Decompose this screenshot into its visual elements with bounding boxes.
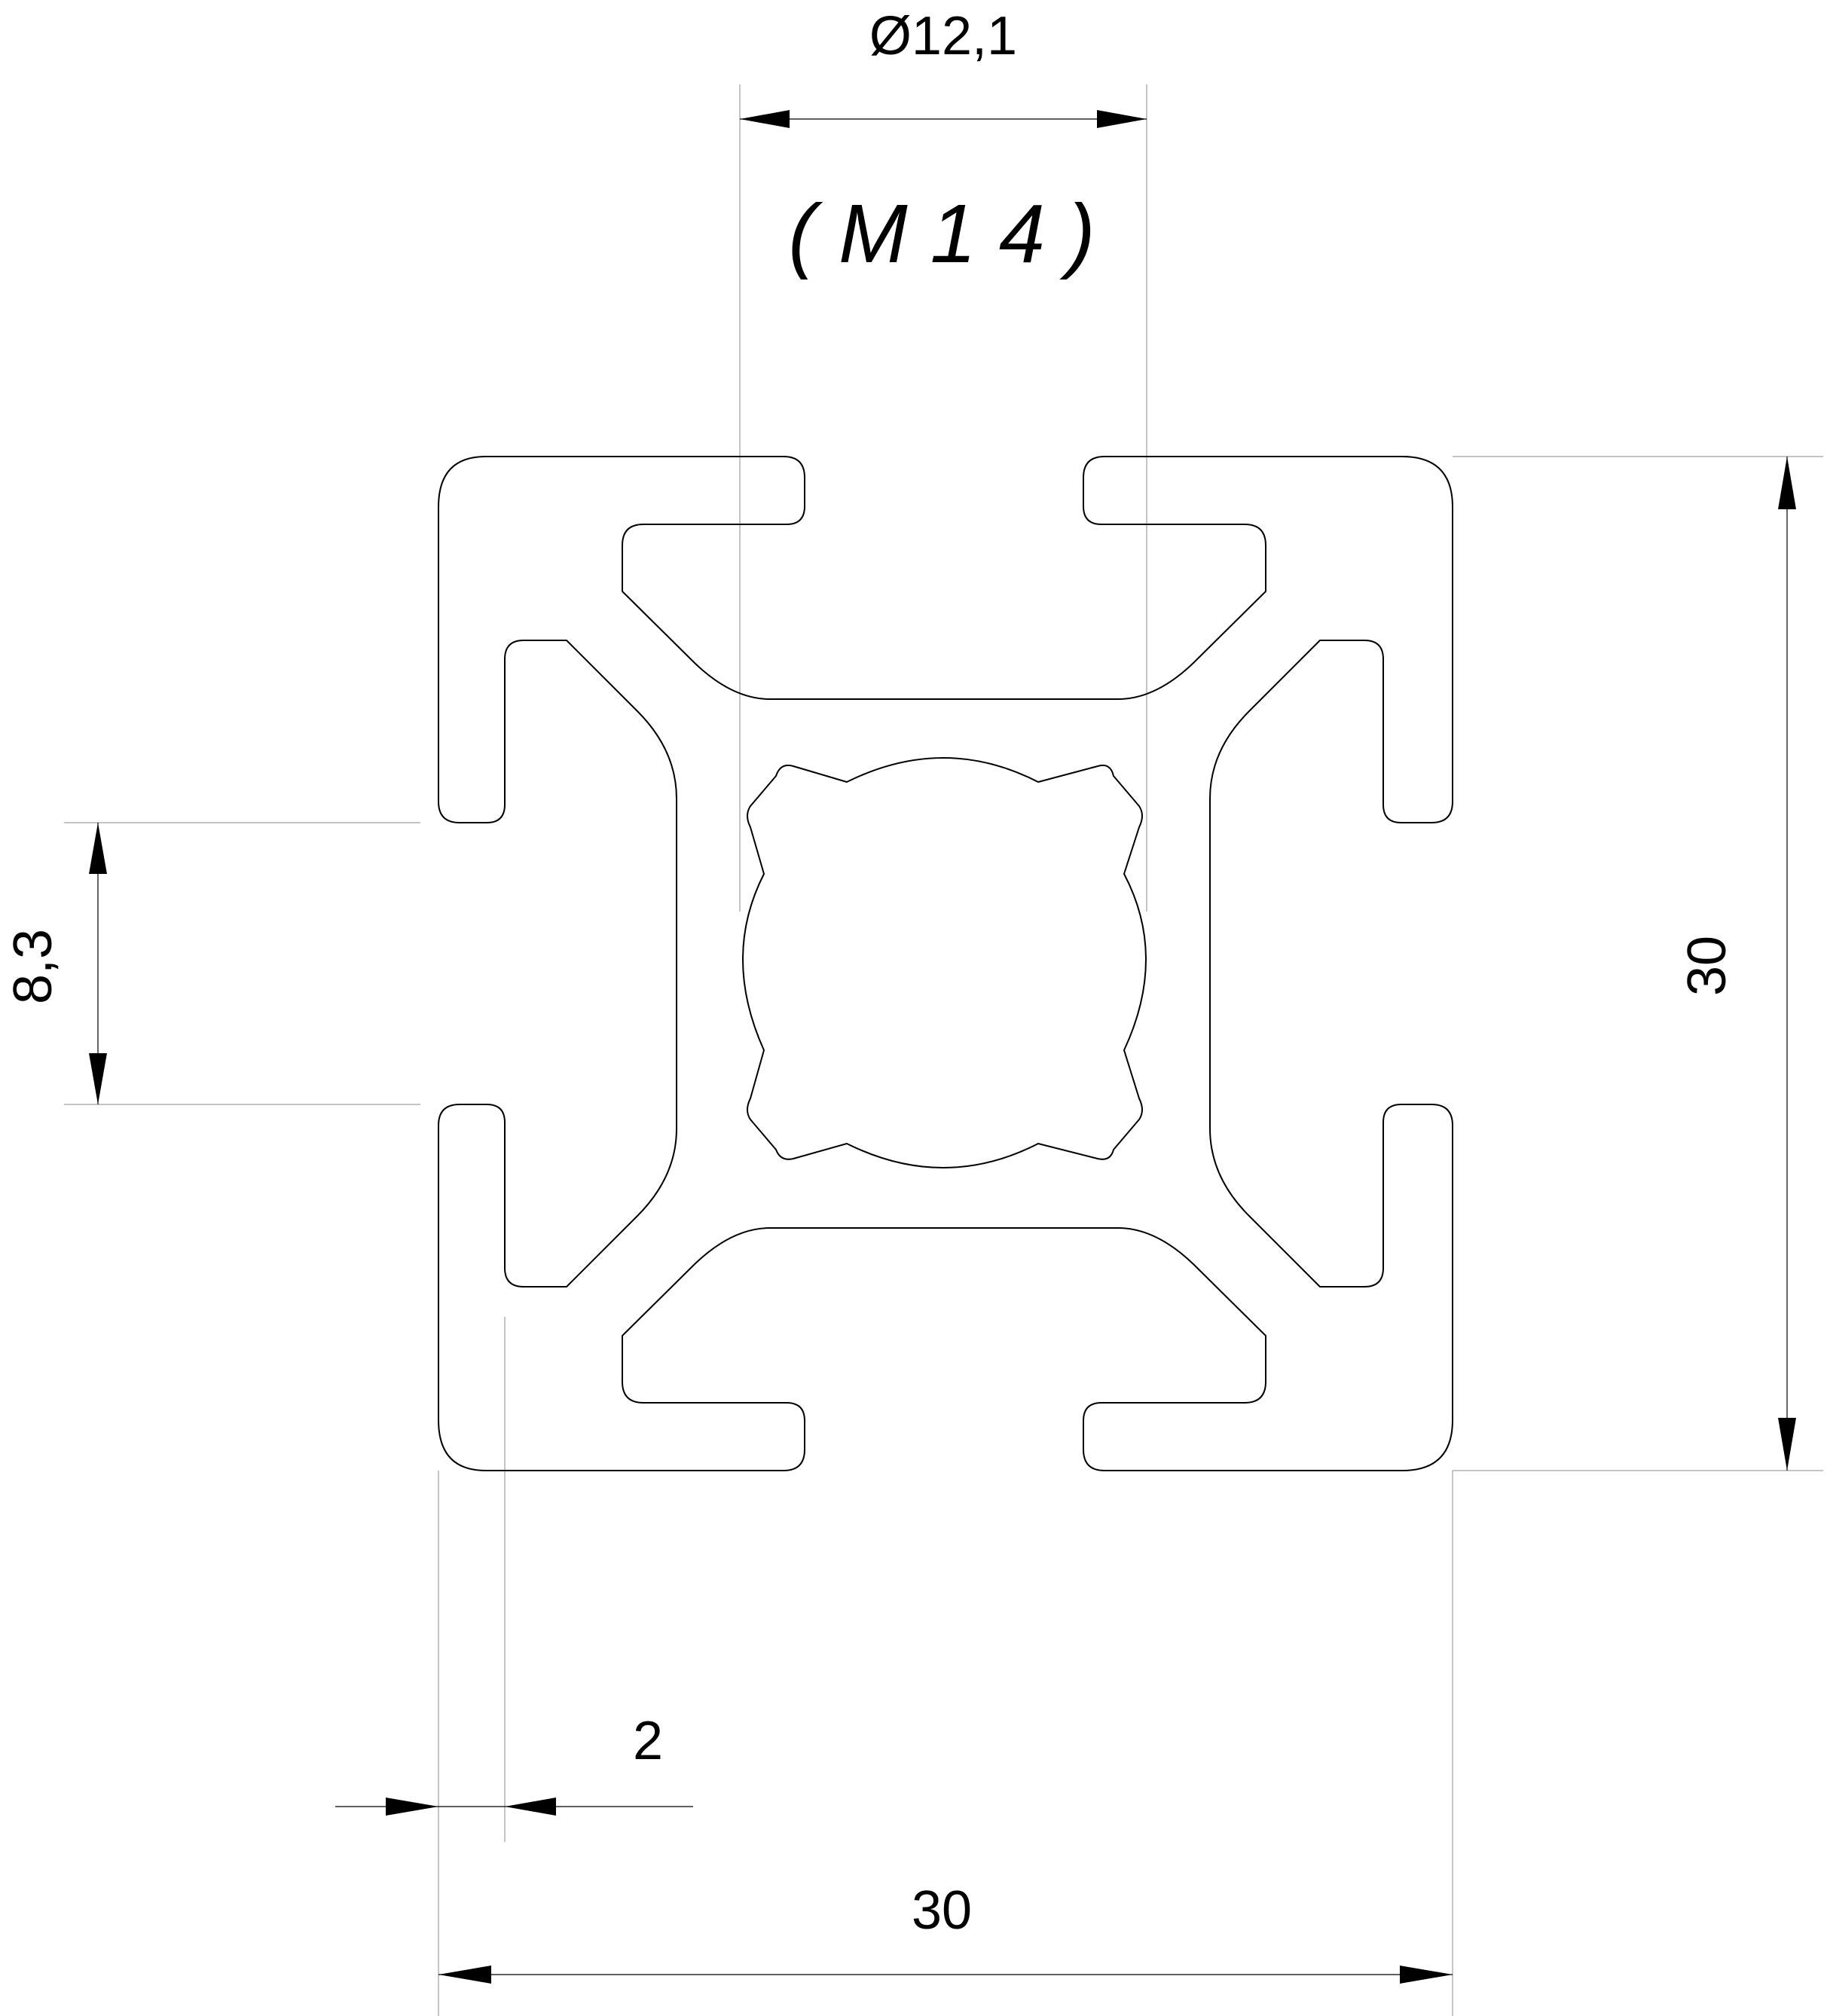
arrow-right-icon — [1400, 1966, 1453, 1984]
dimension-top-diameter: Ø12,1 — [740, 6, 1147, 128]
arrow-left-icon — [438, 1966, 491, 1984]
arrow-left-icon — [505, 1798, 556, 1816]
diameter-label: Ø12,1 — [869, 6, 1017, 66]
corner-top-left — [438, 456, 1453, 1471]
extension-lines — [64, 84, 1823, 2016]
arrow-right-icon — [386, 1798, 438, 1816]
dimension-slot-opening: 8,3 — [3, 823, 107, 1104]
dimension-width: 30 — [438, 1880, 1453, 1984]
slot-opening-label: 8,3 — [3, 929, 63, 1004]
dimension-wall-thickness: 2 — [335, 1711, 693, 1816]
arrow-up-icon — [1778, 457, 1796, 509]
width-label: 30 — [912, 1880, 972, 1941]
height-label: 30 — [1677, 936, 1737, 996]
profile-outline — [438, 456, 1453, 1471]
thread-size-label: (M14) — [788, 188, 1117, 280]
arrow-left-icon — [740, 110, 790, 128]
arrow-up-icon — [89, 823, 107, 874]
wall-thickness-label: 2 — [633, 1711, 663, 1771]
arrow-down-icon — [89, 1053, 107, 1104]
arrow-down-icon — [1778, 1418, 1796, 1471]
dimension-height: 30 — [1677, 457, 1796, 1471]
arrow-right-icon — [1097, 110, 1147, 128]
center-bore — [742, 757, 1147, 1168]
